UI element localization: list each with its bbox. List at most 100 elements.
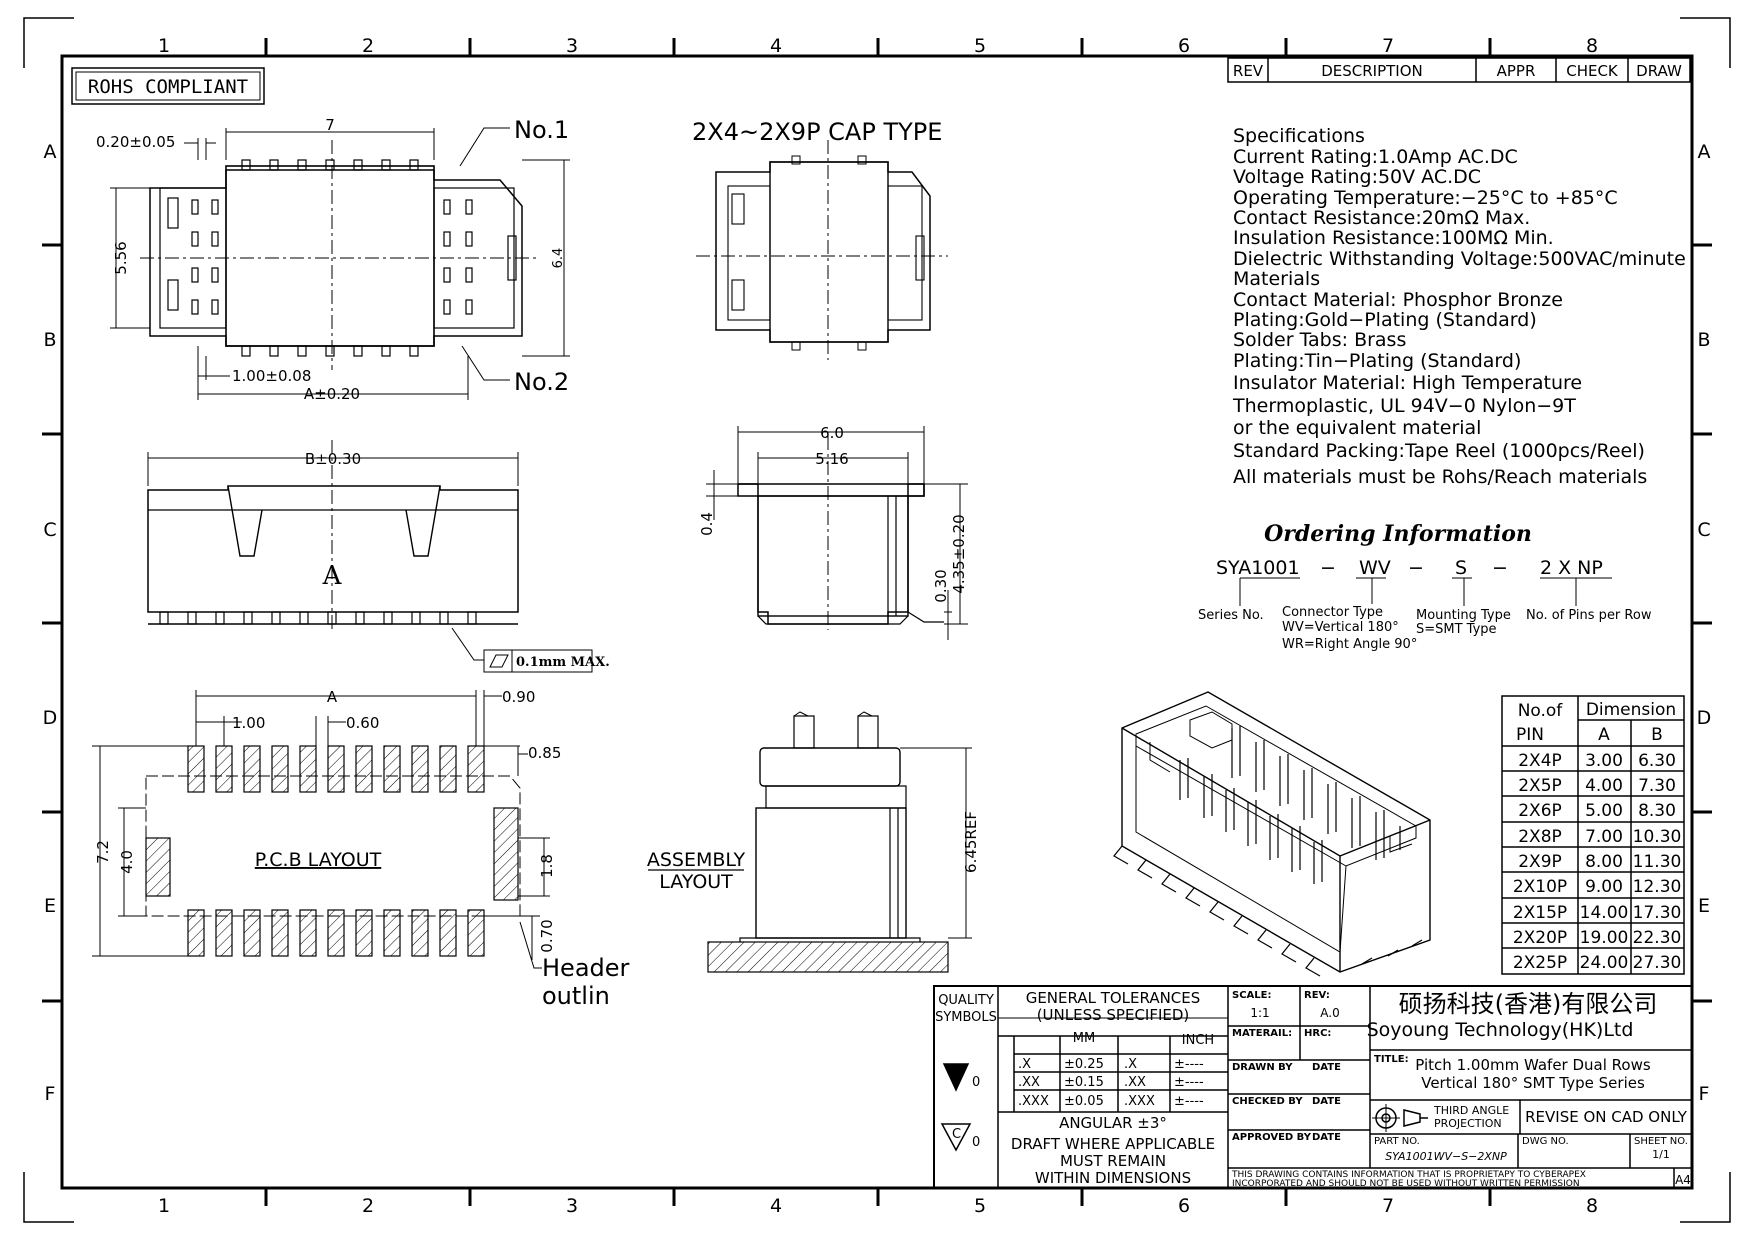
part-code-mounting: S — [1455, 557, 1467, 579]
table-cell-pin: 2X4P — [1518, 751, 1562, 771]
finish-triangle-filled-icon — [942, 1063, 970, 1092]
dim-top-64: 6.4 — [551, 248, 566, 269]
tol-row-key: .XXX — [1018, 1094, 1049, 1109]
spec-line: Specifications — [1233, 125, 1365, 147]
spec-line: Plating:Tin−Plating (Standard) — [1233, 350, 1521, 372]
assembly-label-2: LAYOUT — [659, 871, 733, 893]
rev-label: REV: — [1304, 990, 1330, 1001]
specifications: Specifications Current Rating:1.0Amp AC.… — [1232, 125, 1686, 488]
top-view — [110, 127, 570, 400]
projection-label-1: THIRD ANGLE — [1433, 1104, 1509, 1117]
col-label-8-top: 8 — [1586, 35, 1598, 57]
tol-row-inch: ±---- — [1174, 1075, 1204, 1090]
dim-table-header-a: A — [1598, 725, 1610, 745]
spec-line: or the equivalent material — [1233, 417, 1481, 439]
finish-symbol-zero-2: 0 — [972, 1135, 980, 1150]
spec-line: Current Rating:1.0Amp AC.DC — [1233, 146, 1518, 168]
drawing-title-1: Pitch 1.00mm Wafer Dual Rows — [1415, 1056, 1651, 1074]
finish-symbol-c: C — [952, 1127, 961, 1142]
assembly-label-1: ASSEMBLY — [647, 849, 746, 871]
mounting-desc-1: Mounting Type — [1416, 608, 1511, 623]
angular-tolerance: ANGULAR ±3° — [1059, 1114, 1167, 1132]
spec-line: All materials must be Rohs/Reach materia… — [1233, 466, 1647, 488]
flatness-label: 0.1mm MAX. — [516, 655, 610, 670]
dim-front-B: B±0.30 — [305, 450, 361, 468]
table-cell-a: 7.00 — [1585, 827, 1623, 847]
table-cell-b: 8.30 — [1638, 801, 1676, 821]
col-label-4-bottom: 4 — [770, 1195, 782, 1217]
header-outline-label-2: outlin — [542, 982, 610, 1010]
col-label-5-bottom: 5 — [974, 1195, 986, 1217]
draft-note-3: WITHIN DIMENSIONS — [1035, 1169, 1191, 1187]
drawn-by-label: DRAWN BY — [1232, 1062, 1293, 1073]
check-header: CHECK — [1566, 62, 1619, 80]
title-label: TITLE: — [1374, 1054, 1409, 1065]
col-label-2-bottom: 2 — [362, 1195, 374, 1217]
revision-table — [1227, 57, 1691, 83]
rev-header: REV — [1233, 62, 1264, 80]
tolerances-title-1: GENERAL TOLERANCES — [1026, 989, 1201, 1007]
ordering-leaders — [1239, 577, 1612, 606]
tol-row-inch-key: .XXX — [1124, 1094, 1155, 1109]
rev-value: A.0 — [1320, 1006, 1339, 1020]
description-header: DESCRIPTION — [1321, 62, 1423, 80]
part-code-series: SYA1001 — [1216, 557, 1300, 579]
pins-desc: No. of Pins per Row — [1526, 608, 1652, 623]
dim-top-100: 1.00±0.08 — [232, 367, 311, 385]
appr-header: APPR — [1497, 62, 1536, 80]
dim-top-556: 5.56 — [112, 241, 130, 274]
table-cell-pin: 2X25P — [1513, 953, 1567, 973]
table-cell-b: 27.30 — [1633, 953, 1682, 973]
col-label-1-top: 1 — [158, 35, 170, 57]
proprietary-note-1: THIS DRAWING CONTAINS INFORMATION THAT I… — [1231, 1170, 1586, 1180]
cap-type-title: 2X4~2X9P CAP TYPE — [692, 118, 942, 146]
scale-value: 1:1 — [1250, 1006, 1269, 1020]
dim-table-header-b: B — [1651, 725, 1663, 745]
col-label-7-bottom: 7 — [1382, 1195, 1394, 1217]
dim-pcb-090: 0.90 — [502, 688, 535, 706]
col-label-2-top: 2 — [362, 35, 374, 57]
title-block — [933, 985, 1693, 1189]
isometric-view — [1113, 691, 1431, 977]
hrc-label: HRC: — [1304, 1028, 1331, 1039]
dim-pcb-100: 1.00 — [232, 714, 265, 732]
col-label-3-bottom: 3 — [566, 1195, 578, 1217]
part-code-dash-3: − — [1492, 557, 1508, 579]
tolerances-title-2: (UNLESS SPECIFIED) — [1037, 1006, 1190, 1024]
table-cell-b: 10.30 — [1633, 827, 1682, 847]
dim-pcb-A: A — [327, 688, 338, 706]
dim-side-04: 0.4 — [698, 512, 716, 536]
row-label-a-right: A — [1698, 141, 1711, 163]
revise-note: REVISE ON CAD ONLY — [1525, 1108, 1688, 1126]
draft-note-2: MUST REMAIN — [1060, 1152, 1166, 1170]
company-name-cn: 硕扬科技(香港)有限公司 — [1399, 990, 1658, 1018]
company-name-en: Soyoung Technology(HK)Ltd — [1367, 1019, 1634, 1041]
tol-row-mm: ±0.05 — [1064, 1094, 1104, 1109]
dim-side-030: 0.30 — [932, 569, 950, 602]
table-cell-a: 4.00 — [1585, 776, 1623, 796]
dim-table-header-pin-1: No.of — [1518, 701, 1564, 721]
col-label-7-top: 7 — [1382, 35, 1394, 57]
tol-row-inch-key: .XX — [1124, 1075, 1146, 1090]
no2-label: No.2 — [514, 368, 569, 396]
sheet-no-value: 1/1 — [1652, 1148, 1670, 1161]
row-label-d-right: D — [1697, 707, 1712, 729]
table-cell-b: 6.30 — [1638, 751, 1676, 771]
table-cell-a: 5.00 — [1585, 801, 1623, 821]
tol-row-key: .X — [1018, 1057, 1031, 1072]
part-code-connector: WV — [1359, 557, 1391, 579]
col-label-8-bottom: 8 — [1586, 1195, 1598, 1217]
table-cell-pin: 2X15P — [1513, 903, 1567, 923]
table-cell-a: 8.00 — [1585, 852, 1623, 872]
dim-pcb-72: 7.2 — [94, 840, 112, 864]
spec-line: Thermoplastic, UL 94V−0 Nylon−9T — [1232, 395, 1576, 417]
part-code-dash-2: − — [1408, 557, 1424, 579]
dim-pcb-40: 4.0 — [118, 850, 136, 874]
dim-table-header-pin-2: PIN — [1516, 725, 1544, 745]
sheet-size: A4 — [1675, 1173, 1691, 1187]
spec-line: Insulator Material: High Temperature — [1233, 372, 1582, 394]
col-label-6-bottom: 6 — [1178, 1195, 1190, 1217]
connector-desc-1: Connector Type — [1282, 605, 1383, 620]
dim-pcb-060: 0.60 — [346, 714, 379, 732]
table-cell-pin: 2X5P — [1518, 776, 1562, 796]
